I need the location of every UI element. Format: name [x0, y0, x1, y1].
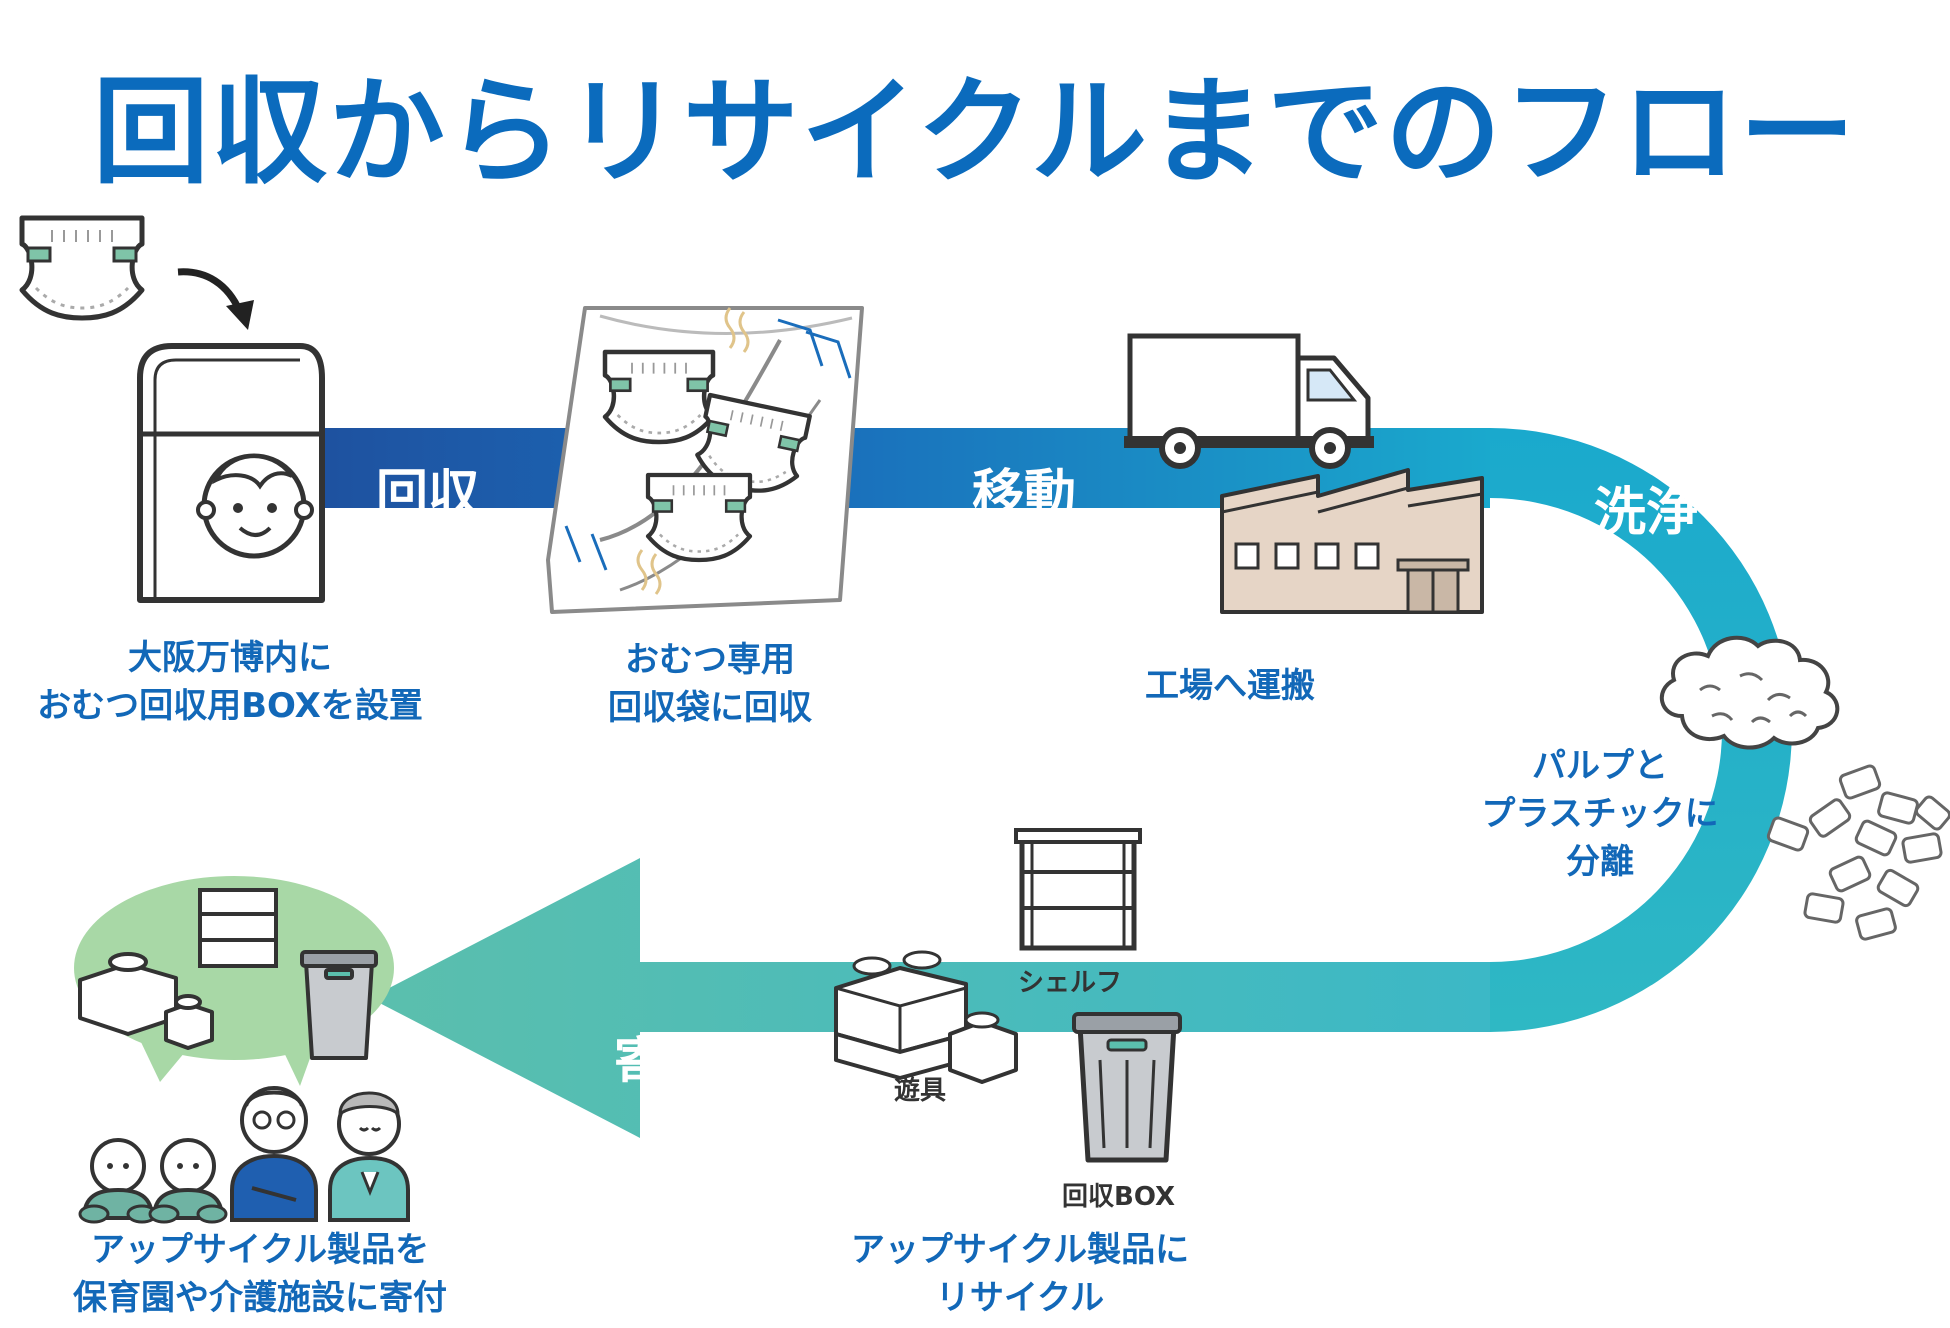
diaper-icon — [22, 218, 142, 318]
caption-box: 大阪万博内に おむつ回収用BOXを設置 — [10, 634, 450, 730]
caption-factory: 工場へ運搬 — [1145, 666, 1315, 706]
collection-bag-icon — [546, 306, 864, 614]
collection-box-icon — [137, 343, 325, 603]
band-label-collect: 回収 — [376, 465, 481, 525]
grandfather-icon — [230, 1086, 318, 1222]
toy-blocks-icon — [834, 950, 1018, 1084]
label-bin: 回収BOX — [1062, 1182, 1176, 1212]
band-label-wash: 洗浄 — [1594, 483, 1699, 543]
caption-box-line-2: おむつ回収用BOXを設置 — [37, 686, 423, 726]
label-toy: 遊具 — [894, 1076, 947, 1106]
baby-face-icon — [196, 453, 314, 559]
caption-bag: おむつ専用 回収袋に回収 — [560, 636, 860, 732]
shelf-icon — [1014, 828, 1142, 951]
caption-upcycle: アップサイクル製品に リサイクル — [800, 1226, 1240, 1322]
band-label-recycle: リサイクル — [1304, 1033, 1562, 1093]
trash-bin-icon — [1072, 1012, 1182, 1163]
caption-bag-line-1: おむつ専用 — [625, 640, 795, 680]
plastic-pellets-icon — [1766, 764, 1950, 941]
caption-separate-line-1: パルプと — [1532, 746, 1668, 786]
pulp-cloud-icon — [1659, 635, 1840, 750]
caption-donate-line-2: 保育園や介護施設に寄付 — [73, 1278, 447, 1318]
caption-donate-line-1: アップサイクル製品を — [90, 1230, 430, 1270]
caption-donate: アップサイクル製品を 保育園や介護施設に寄付 — [20, 1226, 500, 1322]
band-label-move: 移動 — [972, 465, 1077, 525]
speech-bubble-icon — [74, 876, 394, 1086]
caption-separate: パルプと プラスチックに 分離 — [1440, 742, 1760, 886]
factory-icon — [1220, 468, 1484, 614]
grandmother-icon — [328, 1091, 410, 1222]
caption-box-line-1: 大阪万博内に — [128, 638, 332, 678]
label-shelf: シェルフ — [1018, 968, 1123, 998]
caption-upcycle-line-2: リサイクル — [935, 1278, 1105, 1318]
caption-bag-line-2: 回収袋に回収 — [608, 688, 812, 728]
caption-separate-line-3: 分離 — [1566, 842, 1634, 882]
caption-separate-line-2: プラスチックに — [1481, 794, 1719, 834]
baby-icon — [148, 1138, 228, 1224]
caption-upcycle-line-1: アップサイクル製品に — [850, 1230, 1190, 1270]
u-turn-band — [1490, 428, 1792, 1032]
page-title: 回収からリサイクルまでのフロー — [92, 65, 1858, 200]
baby-icon — [78, 1138, 158, 1224]
band-label-donate: 寄付 — [614, 1033, 719, 1093]
truck-icon — [1124, 333, 1374, 469]
